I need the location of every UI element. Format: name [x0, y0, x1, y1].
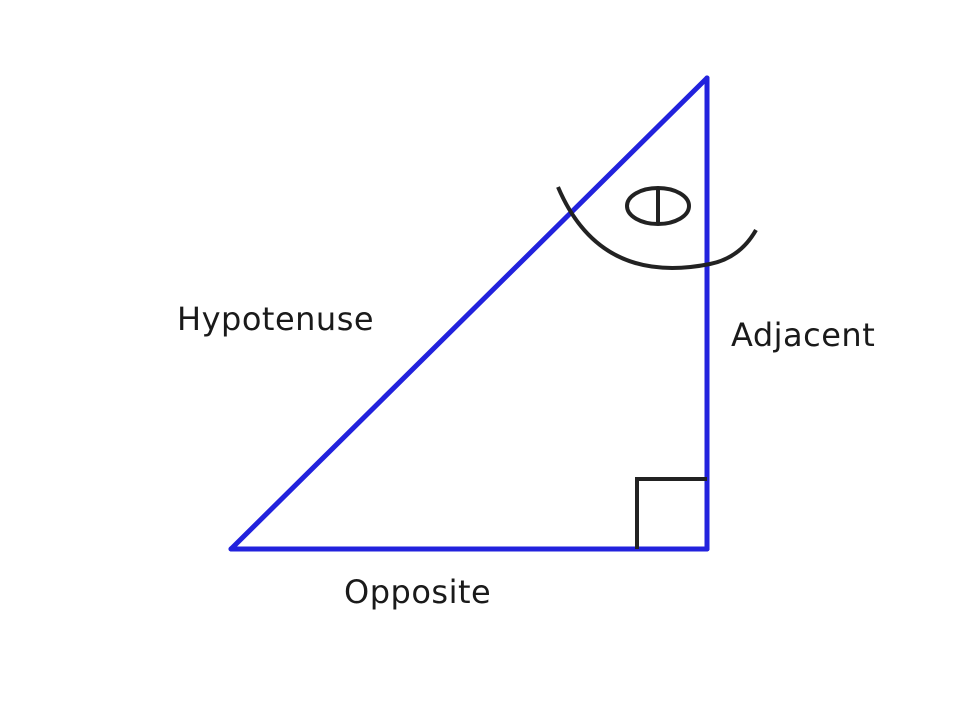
angle-arc [556, 186, 758, 270]
opposite-label: Opposite [344, 573, 492, 611]
hypotenuse-side [228, 75, 710, 552]
hypotenuse-label: Hypotenuse [177, 300, 375, 338]
theta-icon [625, 186, 691, 226]
right-angle-marker [635, 477, 707, 549]
adjacent-label: Adjacent [731, 316, 876, 354]
